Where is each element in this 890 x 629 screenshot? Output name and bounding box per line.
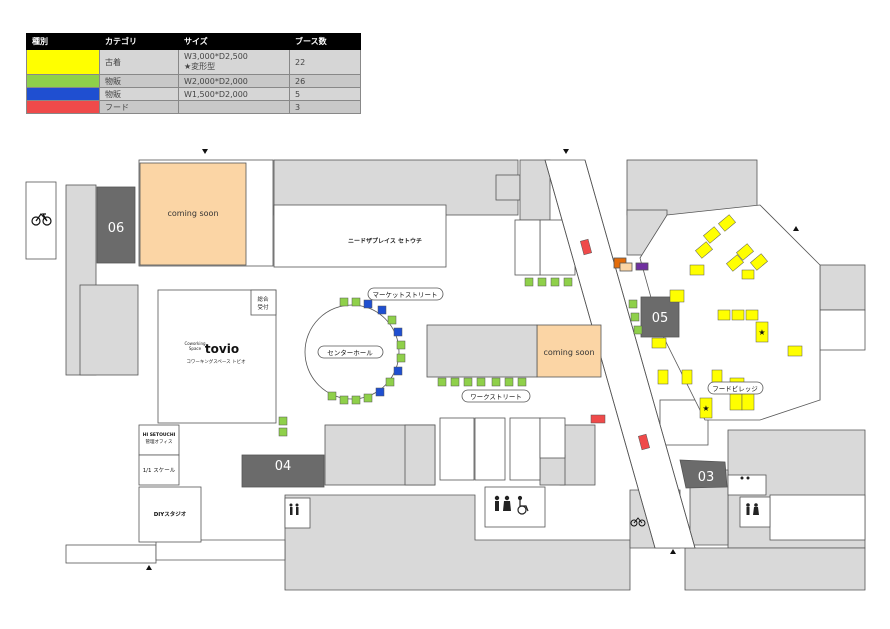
legend-swatch <box>26 74 100 88</box>
work-street-label: ワークストリート <box>470 393 522 401</box>
coming-soon-block-1 <box>139 162 247 266</box>
room-06-label: 06 <box>108 221 125 236</box>
market-street-label-box <box>367 287 444 301</box>
legend-size: W3,000*D2,500★変形型 <box>178 49 290 75</box>
room-05 <box>640 296 680 338</box>
legend-row: 物販 W2,000*D2,000 26 <box>26 74 361 88</box>
restroom-icon <box>494 495 511 511</box>
market-street-label: マーケットストリート <box>373 291 438 299</box>
entrance-arrow-icon <box>670 549 676 554</box>
coworking-ja-label: コワーキングスペース トビオ <box>186 358 246 365</box>
legend-header-type: 種別 <box>26 33 100 50</box>
work-street-label-box <box>461 389 531 403</box>
center-hall-label: センターホール <box>327 348 373 357</box>
entrance-arrow-icon <box>793 226 799 231</box>
food-village-label-box <box>707 381 764 395</box>
legend-row: フード 3 <box>26 100 361 114</box>
room-05-label: 05 <box>652 311 669 326</box>
legend-swatch <box>26 49 100 75</box>
legend-size-note: ★変形型 <box>184 62 216 71</box>
legend-row: 物販 W1,500*D2,000 5 <box>26 87 361 101</box>
coworking-label: Coworking <box>184 341 206 346</box>
entrance-arrow-icon <box>146 565 152 570</box>
booth-legend-table: 種別 カテゴリ サイズ ブース数 古着 W3,000*D2,500★変形型 22… <box>26 33 361 114</box>
legend-swatch <box>26 87 100 101</box>
legend-category: 古着 <box>99 49 179 75</box>
small-orange-booth-2 <box>619 262 633 272</box>
need-supply-label: ニードザプレイス セトウチ <box>348 237 422 245</box>
legend-row: 古着 W3,000*D2,500★変形型 22 <box>26 49 361 75</box>
tovio-logo: tovio <box>205 342 239 356</box>
star-icon: ★ <box>758 328 765 337</box>
coming-soon-block-2 <box>536 324 602 378</box>
restroom-icon <box>289 476 759 515</box>
road-edge <box>584 159 696 549</box>
room-06 <box>96 186 136 264</box>
bicycle-icon <box>630 517 646 527</box>
wheelchair-icon <box>517 495 529 515</box>
star-icon: ★ <box>702 404 709 413</box>
room-04-label: 04 <box>275 459 292 474</box>
center-hall-label-box <box>317 345 384 359</box>
numbered-rooms: 06 04 05 03 <box>96 186 728 489</box>
grey-building-center <box>426 324 538 378</box>
center-hall-booths <box>327 297 406 405</box>
entrance-arrow-icon <box>563 149 569 154</box>
bicycle-icon <box>31 213 52 226</box>
general-reception-label-2: 受付 <box>257 303 269 311</box>
coming-soon-label-2: coming soon <box>543 348 594 357</box>
green-booths <box>278 277 643 437</box>
general-reception-label-1: 総合 <box>257 295 269 303</box>
red-food-booths <box>580 238 650 451</box>
scale-label: 1/1 スケール <box>143 467 176 474</box>
legend-size-line: W3,000*D2,500 <box>184 52 248 61</box>
room-03-label: 03 <box>698 470 715 485</box>
general-reception <box>250 289 277 316</box>
legend-header-category: カテゴリ <box>99 33 179 50</box>
diy-label: DIYスタジオ <box>154 510 187 518</box>
coming-soon-label-1: coming soon <box>167 209 218 218</box>
small-purple-booth <box>635 262 649 271</box>
entrance-arrow-icon <box>202 149 208 154</box>
legend-swatch <box>26 100 100 114</box>
hi-setouchi-label-1: HI SETOUCHI <box>143 432 176 438</box>
food-village-label: フードビレッジ <box>712 384 758 393</box>
hi-setouchi-label-2: 管理オフィス <box>146 438 173 445</box>
entrance-arrow-icons <box>146 149 799 570</box>
legend-count: 3 <box>289 100 361 114</box>
room-03 <box>679 459 728 489</box>
room-04 <box>241 454 325 488</box>
coworking-space-label: Space <box>189 346 202 351</box>
